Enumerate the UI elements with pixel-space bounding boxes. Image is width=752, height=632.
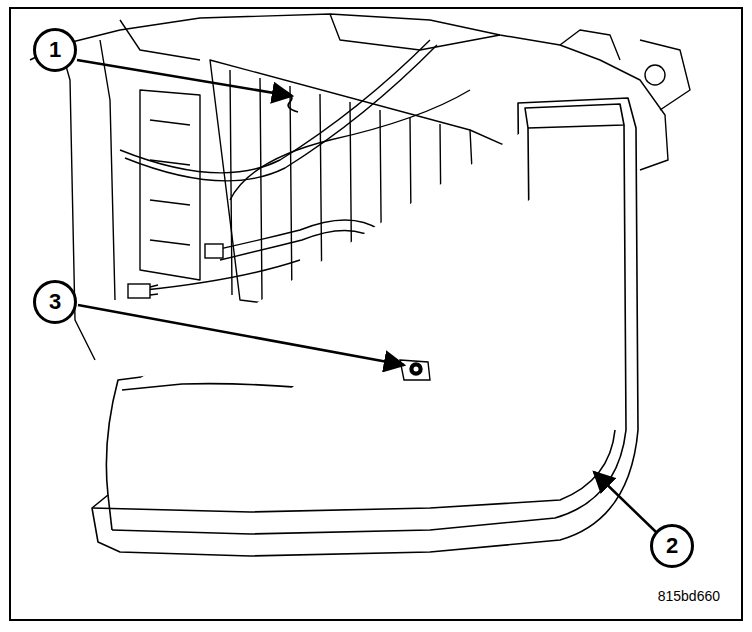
callout-circle: 1 — [33, 28, 77, 72]
frame — [10, 8, 742, 620]
figure-id: 815bd660 — [656, 588, 722, 604]
callout-number: 1 — [49, 39, 61, 61]
leader-line — [77, 60, 656, 532]
callout-circle: 3 — [33, 280, 77, 324]
air-duct — [92, 98, 638, 556]
callout-number: 3 — [49, 291, 61, 313]
callout-circle: 2 — [650, 524, 694, 568]
mounting-screw — [400, 360, 430, 380]
callout-number: 2 — [666, 535, 678, 557]
